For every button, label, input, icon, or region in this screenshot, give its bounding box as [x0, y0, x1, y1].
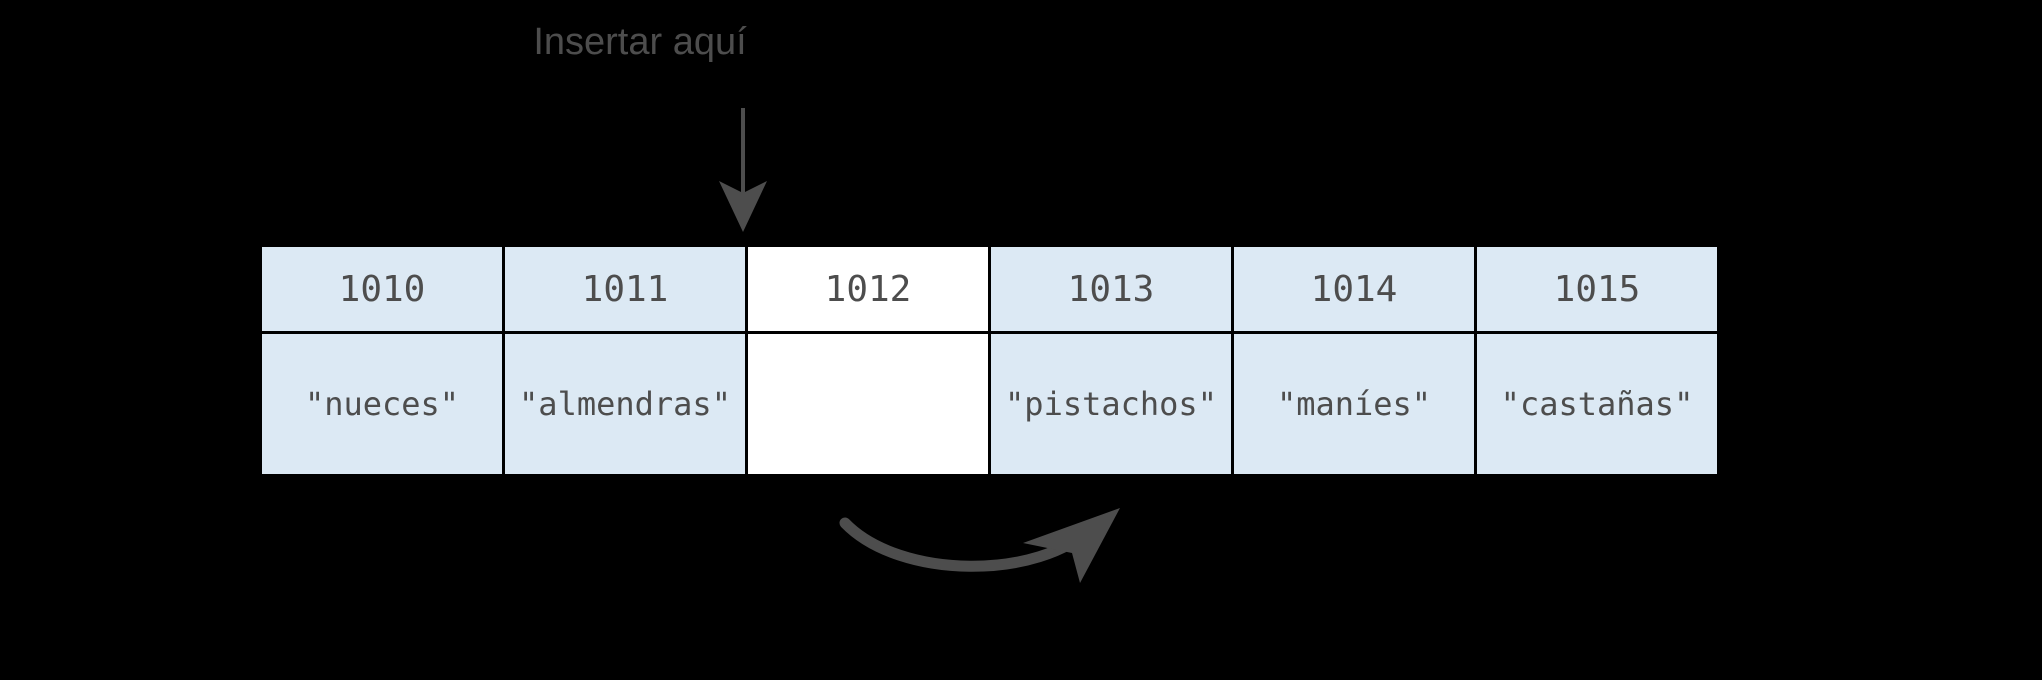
curved-shift-arrow-icon — [839, 508, 1120, 583]
memory-array-table: 1010 1011 1012 1013 1014 1015 "nueces" "… — [262, 247, 1717, 474]
address-cell-3: 1013 — [988, 247, 1233, 334]
value-cell-2-empty — [745, 332, 990, 474]
value-cell-3: "pistachos" — [988, 332, 1233, 474]
down-arrow-icon — [719, 108, 767, 232]
address-cell-2: 1012 — [745, 247, 990, 334]
value-cell-1: "almendras" — [502, 332, 747, 474]
value-row: "nueces" "almendras" "pistachos" "maníes… — [262, 332, 1717, 474]
value-cell-0: "nueces" — [262, 332, 504, 474]
insert-here-label: Insertar aquí — [533, 21, 747, 63]
address-cell-4: 1014 — [1231, 247, 1476, 334]
address-cell-1: 1011 — [502, 247, 747, 334]
value-cell-5: "castañas" — [1474, 332, 1717, 474]
address-cell-0: 1010 — [262, 247, 504, 334]
address-row: 1010 1011 1012 1013 1014 1015 — [262, 247, 1717, 334]
value-cell-4: "maníes" — [1231, 332, 1476, 474]
address-cell-5: 1015 — [1474, 247, 1717, 334]
